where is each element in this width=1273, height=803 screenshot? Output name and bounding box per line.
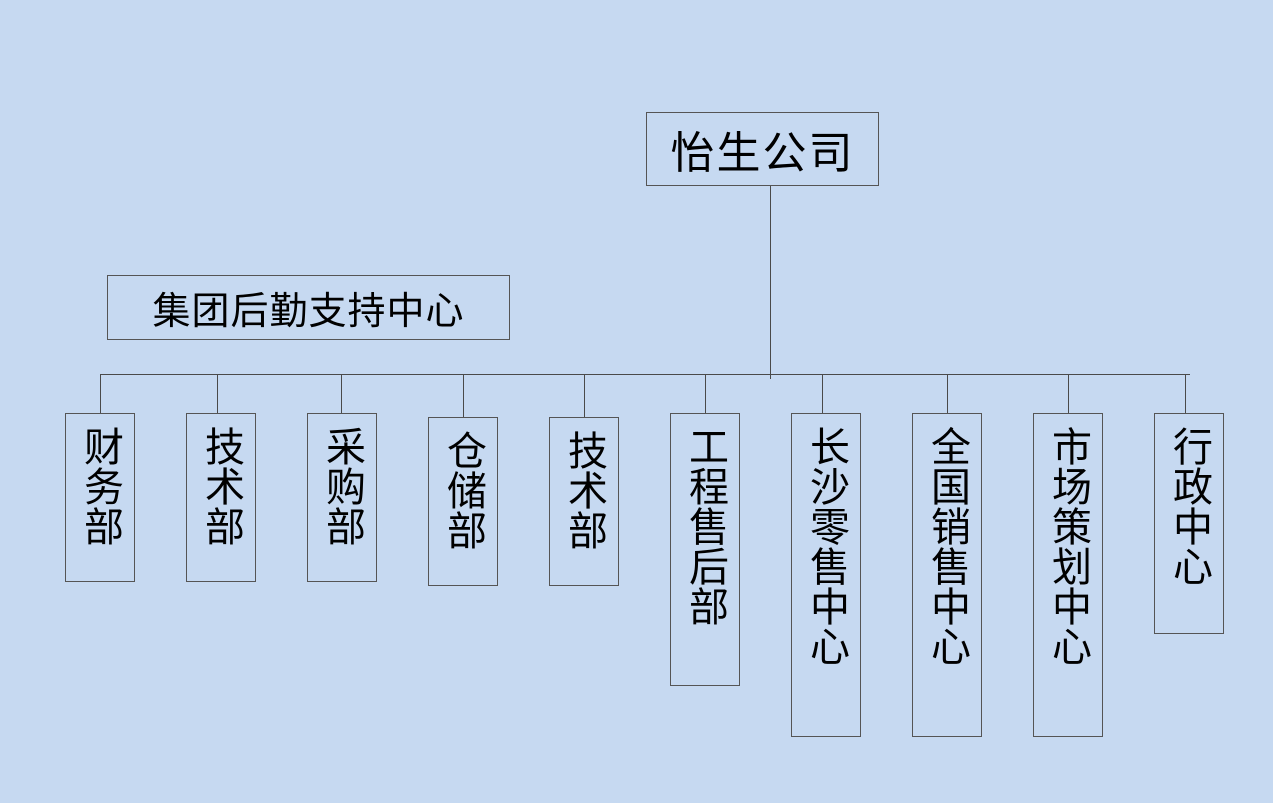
department-node: 仓储部 — [428, 417, 498, 586]
department-connector-line — [1068, 374, 1069, 413]
department-connector-line — [341, 374, 342, 413]
department-connector-line — [584, 374, 585, 417]
department-label: 长沙零售中心 — [803, 426, 849, 666]
department-node: 行政中心 — [1154, 413, 1224, 634]
department-connector-line — [1185, 374, 1186, 413]
department-connector-line — [217, 374, 218, 413]
root-node-label: 怡生公司 — [670, 128, 855, 179]
department-label: 工程售后部 — [682, 426, 728, 626]
department-node: 市场策划中心 — [1033, 413, 1103, 737]
department-connector-line — [100, 374, 101, 413]
department-connector-line — [705, 374, 706, 413]
support-center-label: 集团后勤支持中心 — [152, 289, 465, 333]
department-label: 采购部 — [319, 426, 365, 546]
horizontal-bus-line — [100, 374, 1190, 375]
support-center-node: 集团后勤支持中心 — [107, 275, 510, 340]
department-label: 仓储部 — [440, 430, 486, 550]
department-node: 全国销售中心 — [912, 413, 982, 737]
department-label: 技术部 — [198, 426, 244, 546]
department-label: 行政中心 — [1166, 426, 1212, 586]
department-label: 全国销售中心 — [924, 426, 970, 666]
department-node: 长沙零售中心 — [791, 413, 861, 737]
department-node: 工程售后部 — [670, 413, 740, 686]
department-node: 采购部 — [307, 413, 377, 582]
department-connector-line — [463, 374, 464, 417]
department-label: 市场策划中心 — [1045, 426, 1091, 666]
root-node: 怡生公司 — [646, 112, 879, 186]
department-label: 技术部 — [561, 430, 607, 550]
department-node: 财务部 — [65, 413, 135, 582]
department-connector-line — [822, 374, 823, 413]
department-label: 财务部 — [77, 426, 123, 546]
department-node: 技术部 — [186, 413, 256, 582]
root-connector-line — [770, 186, 771, 379]
department-connector-line — [947, 374, 948, 413]
department-node: 技术部 — [549, 417, 619, 586]
